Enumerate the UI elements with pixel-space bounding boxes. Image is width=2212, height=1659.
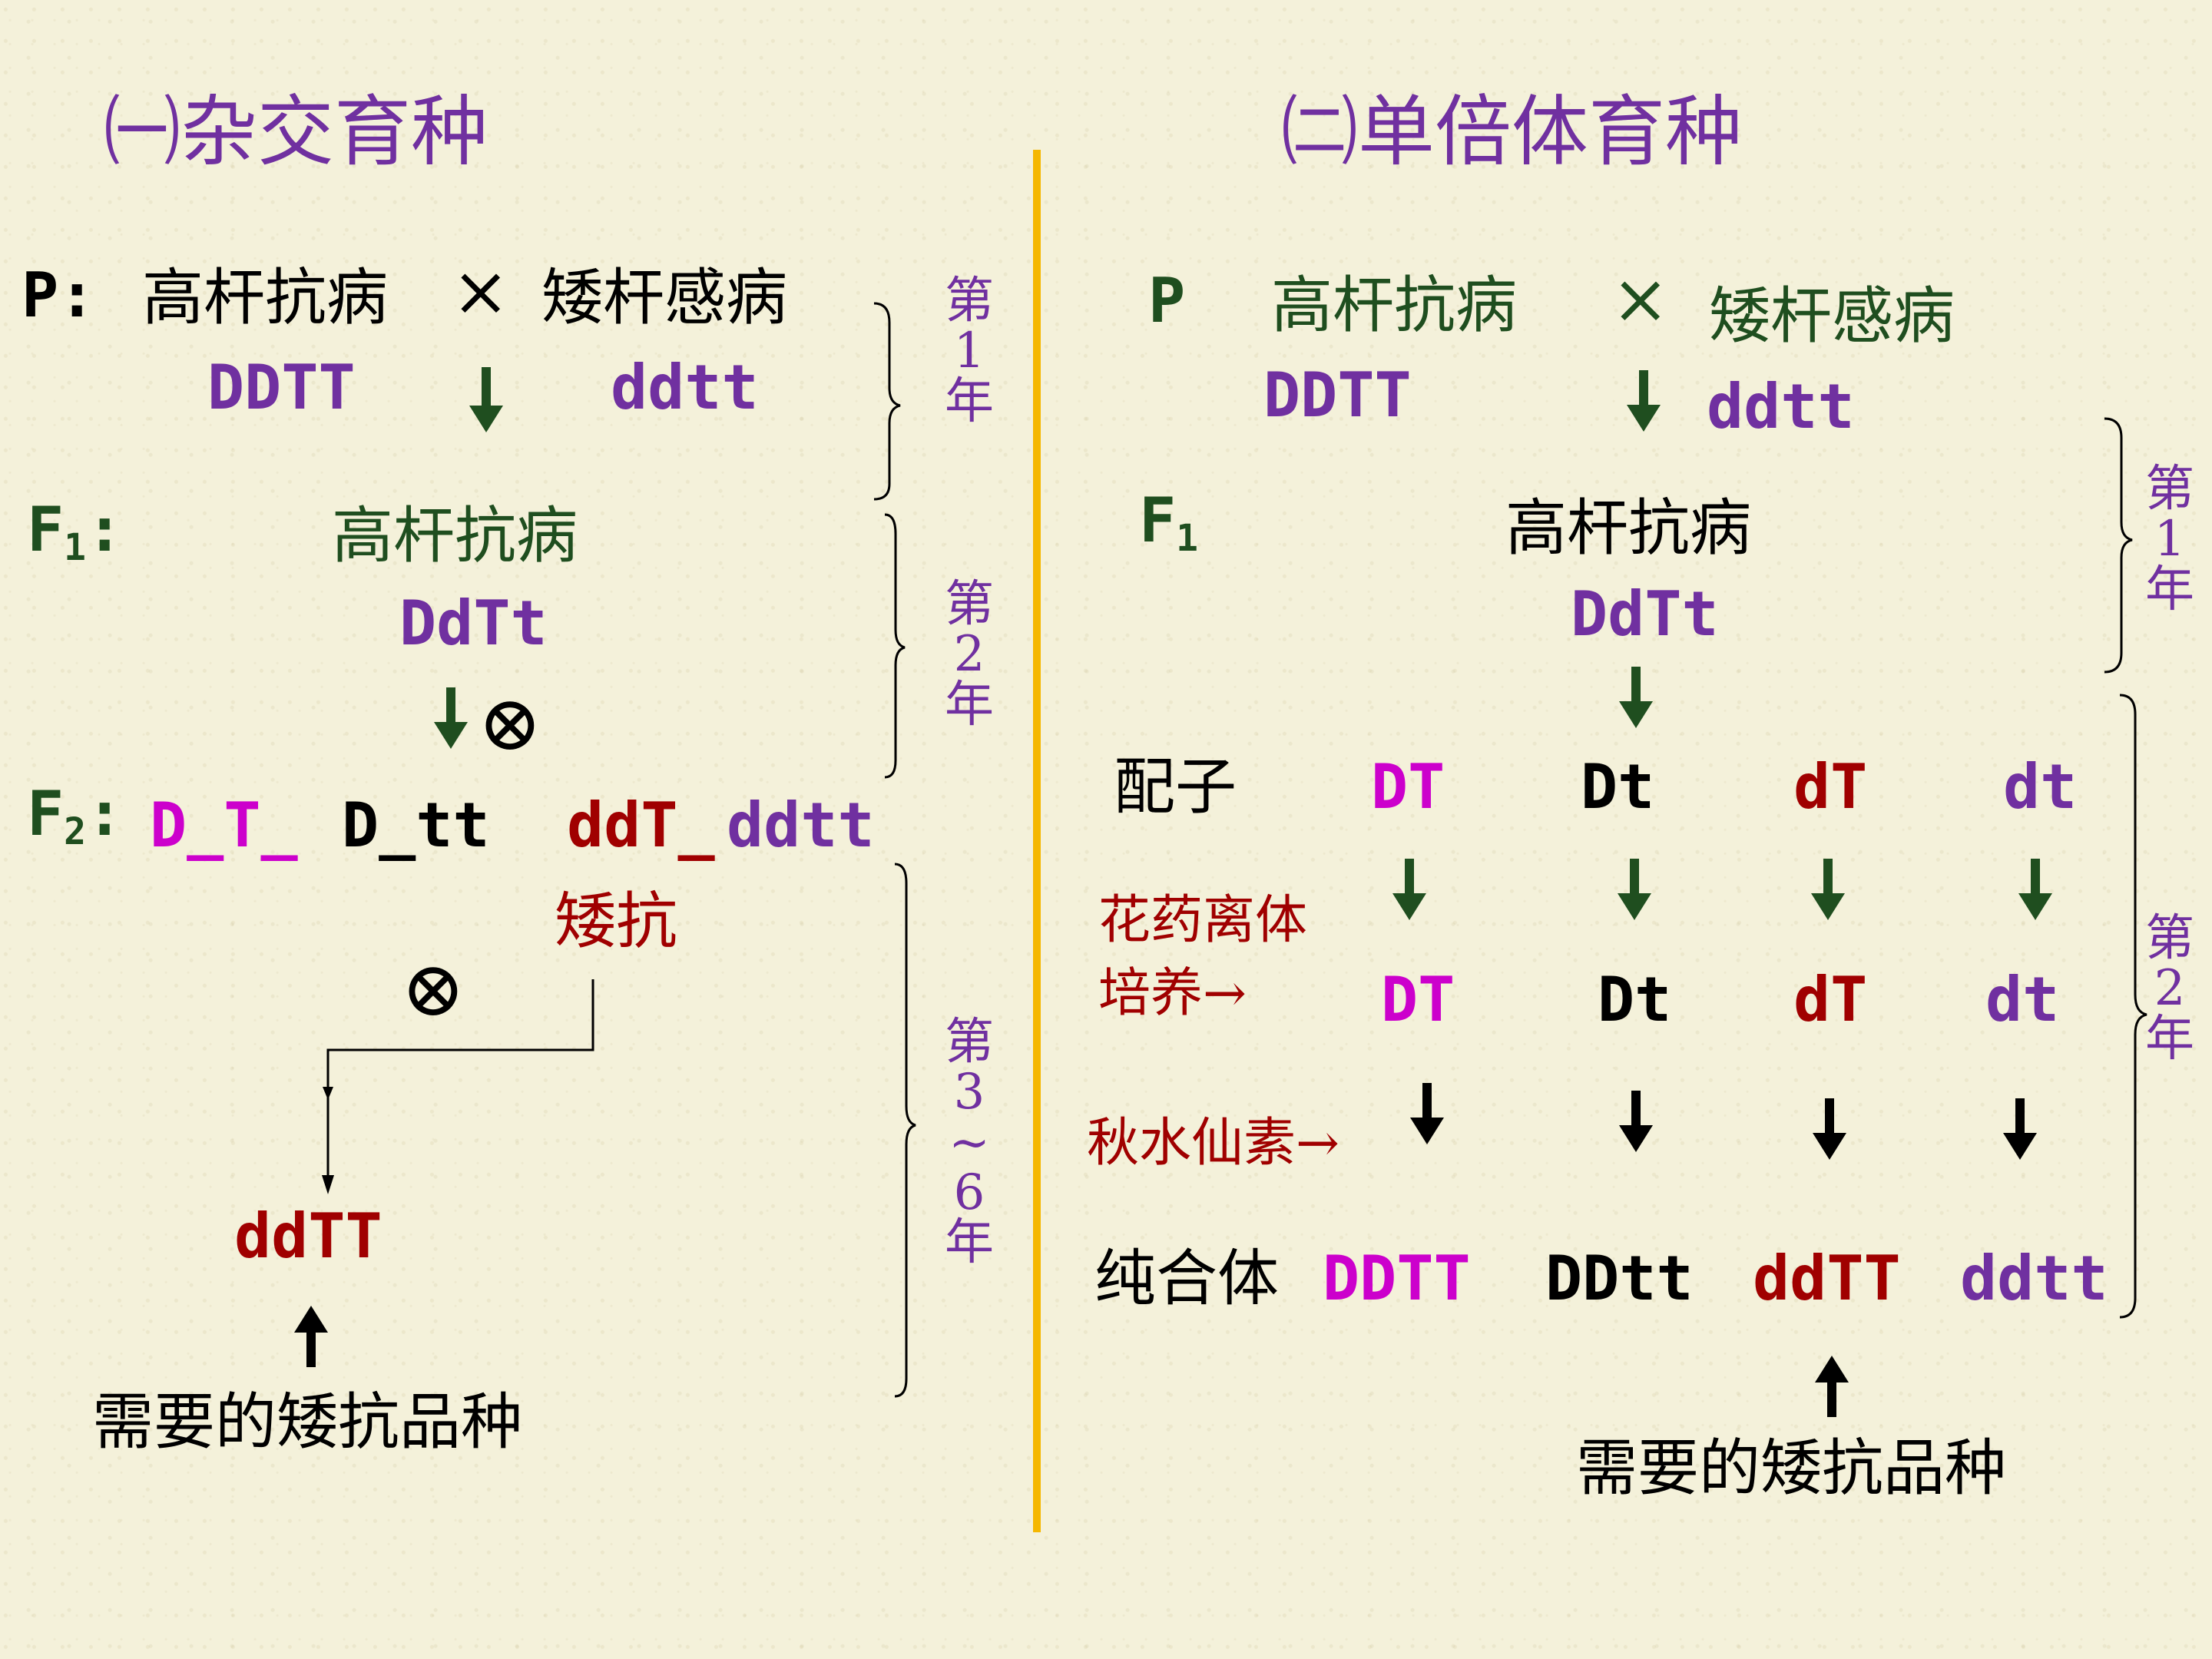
right-brace-year-1 [2104, 417, 2133, 674]
left-f2-geno2: D_tt [342, 790, 490, 861]
right-brace-year-2 [2119, 694, 2147, 1319]
left-f2-geno4: ddtt [727, 790, 875, 861]
right-anther-label-2: 培养→ [1098, 963, 1247, 1024]
right-year-2: 第2年 [2145, 910, 2194, 1068]
left-f2-target: 矮抗 [555, 886, 677, 957]
right-p-parent1: 高杆抗病 [1271, 270, 1517, 341]
left-connector-arrowhead-2 [322, 1175, 334, 1194]
left-year-3-6: 第3~6年 [945, 1014, 994, 1272]
right-pure-4: ddtt [1960, 1243, 2108, 1314]
left-p-label: P: [22, 260, 96, 331]
right-year-1: 第1年 [2145, 461, 2194, 618]
left-self-pollination-icon: ⊗ [478, 678, 542, 768]
right-colchicine-label: 秋水仙素→ [1087, 1113, 1339, 1174]
left-connector-line [326, 979, 594, 1187]
left-f1-genotype: DdTt [399, 588, 548, 659]
left-f1-phenotype: 高杆抗病 [332, 500, 578, 571]
right-p-label: P [1148, 265, 1186, 336]
right-f1-genotype: DdTt [1571, 578, 1719, 650]
right-p-geno1: DDTT [1263, 359, 1412, 431]
right-final-label: 需要的矮抗品种 [1576, 1432, 2006, 1504]
right-gamete-2: Dt [1581, 751, 1655, 823]
left-brace-year-2 [884, 513, 906, 779]
right-p-parent2: 矮杆感病 [1709, 280, 1955, 352]
right-p-cross: × [1611, 259, 1670, 339]
left-p-parent2: 矮杆感病 [541, 262, 787, 333]
right-gamete-4: dt [2003, 751, 2078, 823]
right-title: ㈡单倍体育种 [1281, 87, 1742, 177]
right-haploid-2: Dt [1598, 964, 1672, 1035]
right-gamete-1: DT [1371, 751, 1445, 823]
left-p-geno1: DDTT [207, 352, 356, 423]
left-brace-year-3-6 [894, 863, 916, 1398]
left-f1-label: F1: [27, 494, 124, 569]
right-f1-label: F1 [1139, 485, 1199, 560]
right-gamete-label: 配子 [1114, 751, 1237, 823]
right-pure-label: 纯合体 [1094, 1243, 1279, 1314]
left-brace-year-1 [873, 302, 901, 501]
right-anther-label-1: 花药离体 [1098, 890, 1308, 951]
left-connector-arrowhead-1 [323, 1087, 333, 1100]
left-p-geno2: ddtt [611, 352, 759, 423]
left-year-2: 第2年 [945, 576, 994, 733]
center-divider [1033, 150, 1041, 1532]
left-p-cross: × [452, 251, 510, 332]
left-self-pollination-icon-2: ⊗ [401, 944, 465, 1034]
right-p-geno2: ddtt [1707, 371, 1855, 442]
right-haploid-3: dT [1793, 964, 1868, 1035]
right-pure-1: DDTT [1323, 1243, 1471, 1314]
right-gamete-3: dT [1793, 751, 1868, 823]
left-f2-geno3: ddT_ [567, 790, 715, 861]
left-year-1: 第1年 [945, 273, 994, 430]
left-f2-geno1: D_T_ [150, 790, 298, 861]
right-pure-2: DDtt [1545, 1243, 1694, 1314]
left-title: ㈠杂交育种 [104, 87, 488, 177]
left-final-label: 需要的矮抗品种 [92, 1386, 522, 1458]
right-pure-3: ddTT [1753, 1243, 1901, 1314]
left-final-genotype: ddTT [234, 1200, 382, 1272]
right-haploid-4: dt [1985, 964, 2060, 1035]
right-f1-phenotype: 高杆抗病 [1505, 492, 1751, 564]
right-haploid-1: DT [1381, 964, 1455, 1035]
left-p-parent1: 高杆抗病 [142, 262, 388, 333]
left-f2-label: F2: [27, 778, 124, 853]
